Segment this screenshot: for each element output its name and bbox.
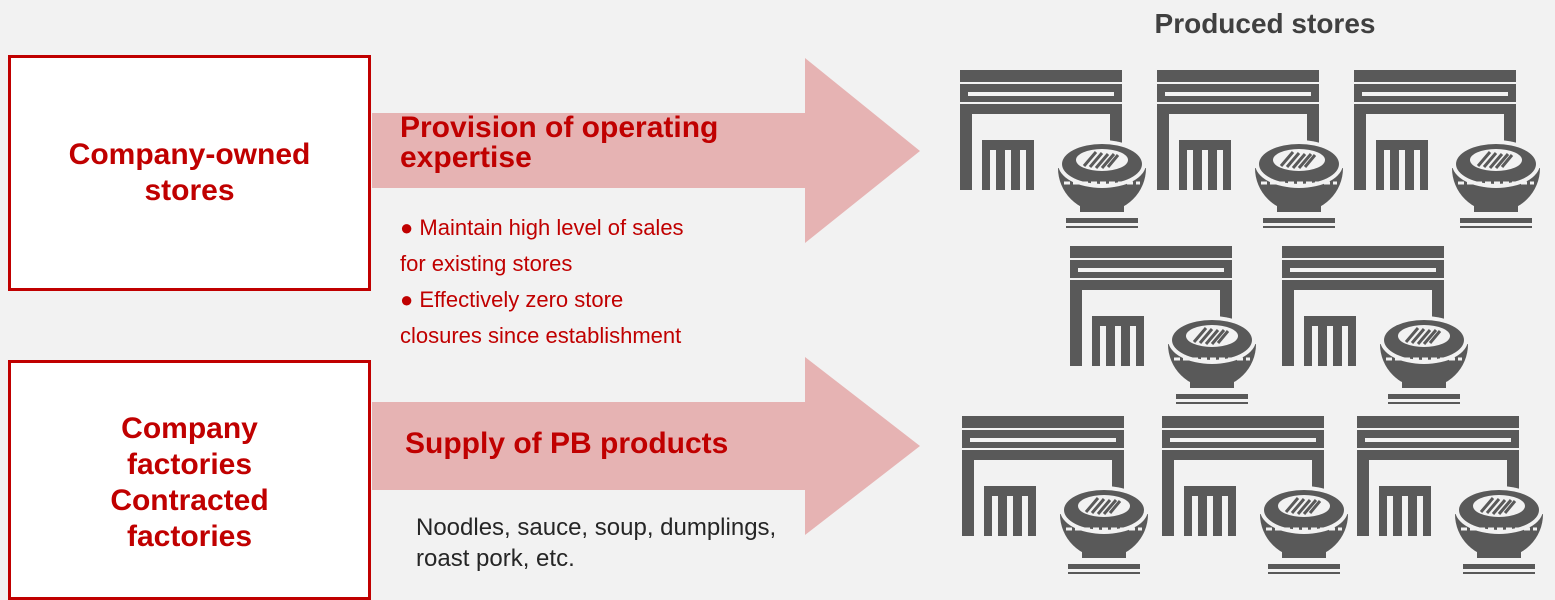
factories-label: Company factories Contracted factories xyxy=(110,412,269,553)
ramen-store-icon xyxy=(1355,414,1555,574)
ramen-store-icon xyxy=(958,68,1158,228)
ramen-store-icon xyxy=(1155,68,1355,228)
ramen-store-icon xyxy=(1280,244,1480,404)
bullet-line: closures since establishment xyxy=(400,323,682,348)
expertise-bullet-list: ● Maintain high level of sales for exist… xyxy=(400,210,840,354)
pb-products-arrow xyxy=(372,357,920,535)
bullet-line: ● Effectively zero store xyxy=(400,287,624,312)
ramen-store-icon xyxy=(1160,414,1360,574)
bullet-line: for existing stores xyxy=(400,251,573,276)
company-owned-stores-box: Company-owned stores xyxy=(8,55,371,291)
pb-products-arrow-label: Supply of PB products xyxy=(405,427,729,460)
expertise-arrow xyxy=(372,58,920,243)
ramen-store-icon xyxy=(1068,244,1268,404)
ramen-store-icon xyxy=(960,414,1160,574)
pb-products-description: Noodles, sauce, soup, dumplings, roast p… xyxy=(416,514,777,572)
produced-stores-title: Produced stores xyxy=(1154,8,1376,39)
company-owned-stores-label: Company-owned stores xyxy=(68,138,311,207)
ramen-store-icon xyxy=(1352,68,1552,228)
expertise-arrow-label: Provision of operating expertise xyxy=(400,111,719,174)
bullet-line: ● Maintain high level of sales xyxy=(400,215,684,240)
factories-box: Company factories Contracted factories xyxy=(8,360,371,600)
